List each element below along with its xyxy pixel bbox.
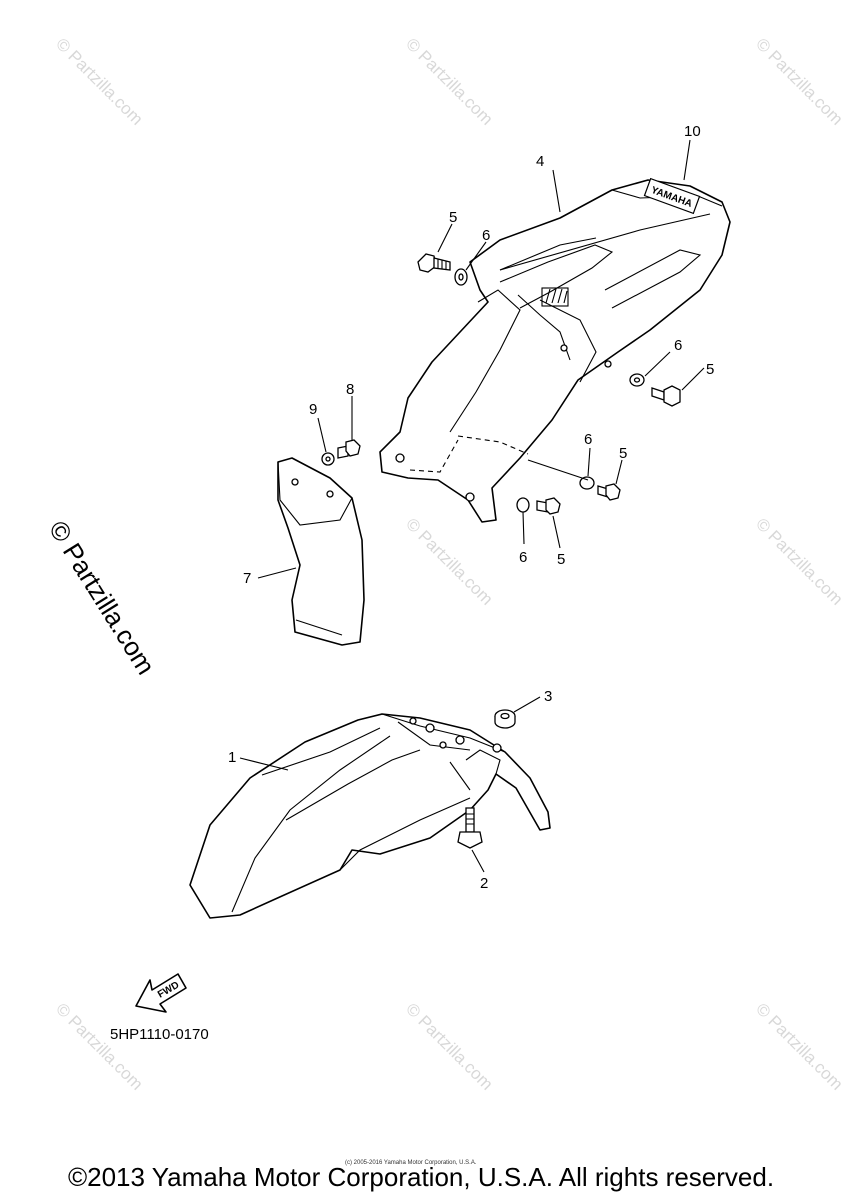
fwd-arrow: FWD [135,973,187,1013]
copyright-footer: ©2013 Yamaha Motor Corporation, U.S.A. A… [67,1162,775,1192]
front-fender[interactable] [189,713,551,919]
washer-6-upper-left[interactable] [454,268,468,286]
callout-6: 6 [584,431,592,448]
watermark: © Partzilla.com [752,34,842,128]
callout-9: 9 [309,401,317,418]
leader-lines [239,139,705,873]
watermark: © Partzilla.com [402,34,496,128]
side-watermark: © Partzilla.com [43,515,161,679]
callout-6: 6 [674,337,682,354]
bolt-2[interactable] [457,807,483,849]
callout-3: 3 [544,688,552,705]
watermark: © Partzilla.com [402,999,496,1093]
small-print: (c) 2005-2016 Yamaha Motor Corporation, … [345,1160,477,1166]
bolt-8[interactable] [337,439,361,459]
rear-fender[interactable]: YAMAHA [379,177,731,523]
watermark: © Partzilla.com [52,999,146,1093]
callout-8: 8 [346,381,354,398]
callout-5: 5 [619,445,627,462]
bolt-5-lower-center[interactable] [536,497,561,515]
washer-6-right[interactable] [629,373,645,387]
callout-6: 6 [482,227,490,244]
watermark: © Partzilla.com [752,514,842,608]
callout-5: 5 [706,361,714,378]
washer-9[interactable] [321,452,335,466]
washer-6-lower-right[interactable] [579,476,595,490]
callout-2: 2 [480,875,488,892]
callout-5: 5 [557,551,565,568]
callout-7: 7 [243,570,251,587]
bolt-5-upper-left[interactable] [417,253,451,273]
fender-label-plate [541,287,569,307]
bolt-5-right[interactable] [651,385,681,407]
mud-flap[interactable] [277,457,365,646]
washer-6-lower-center[interactable] [516,497,530,513]
watermark: © Partzilla.com [52,34,146,128]
bolt-5-lower-right[interactable] [597,483,621,501]
watermark: © Partzilla.com [402,514,496,608]
watermarks: © Partzilla.com © Partzilla.com © Partzi… [43,34,842,1093]
callout-10: 10 [684,123,701,140]
hardware [321,253,681,849]
callout-4: 4 [536,153,544,170]
callout-5: 5 [449,209,457,226]
grommet-3[interactable] [494,709,516,729]
callouts: 10 4 5 6 6 5 6 5 6 5 8 9 7 1 3 2 [228,123,714,892]
callout-6: 6 [519,549,527,566]
part-code: 5HP1110-0170 [110,1026,209,1043]
callout-1: 1 [228,749,236,766]
watermark: © Partzilla.com [752,999,842,1093]
